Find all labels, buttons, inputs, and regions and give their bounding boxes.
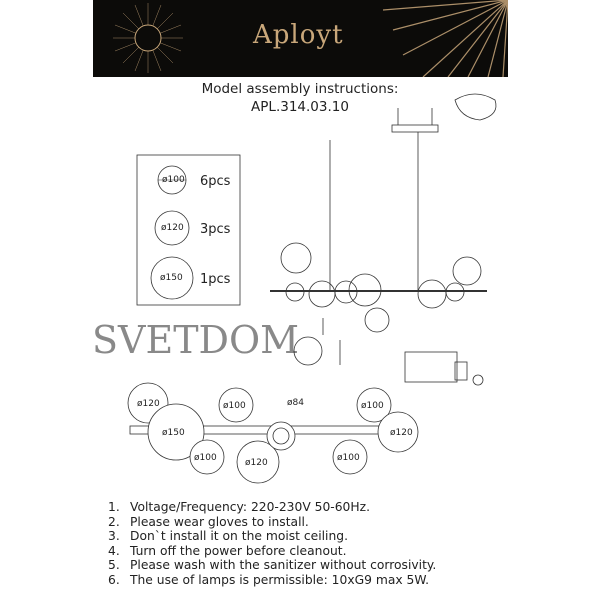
chandelier-side-view bbox=[270, 93, 497, 386]
instruction-item: 5.Please wash with the sanitizer without… bbox=[108, 558, 437, 572]
instruction-item: 6.The use of lamps is permissible: 10xG9… bbox=[108, 572, 430, 587]
instruction-item: 1.Voltage/Frequency: 220-230V 50-60Hz. bbox=[108, 500, 370, 514]
svg-text:ø120: ø120 bbox=[137, 399, 160, 409]
bulb-legend-100: ø100 6pcs bbox=[157, 165, 231, 195]
brand-banner: Aployt bbox=[93, 0, 508, 77]
svg-text:ø120: ø120 bbox=[161, 223, 184, 233]
svg-text:ø100: ø100 bbox=[337, 453, 360, 463]
bulb-legend-150: ø150 1pcs bbox=[150, 256, 231, 300]
svg-text:ø100: ø100 bbox=[361, 401, 384, 411]
brand-name: Aployt bbox=[253, 20, 344, 50]
svg-text:ø100: ø100 bbox=[162, 175, 185, 185]
svg-text:ø100: ø100 bbox=[194, 453, 217, 463]
sun-logo-icon bbox=[113, 0, 508, 77]
svg-text:ø120: ø120 bbox=[245, 458, 268, 468]
doc-title: Model assembly instructions: bbox=[201, 81, 399, 97]
model-number: APL.314.03.10 bbox=[251, 99, 349, 115]
svg-text:ø100: ø100 bbox=[223, 401, 246, 411]
bulb-legend-box bbox=[136, 154, 241, 306]
bulb-legend-120: ø120 3pcs bbox=[154, 210, 231, 246]
svg-text:6pcs: 6pcs bbox=[200, 174, 231, 189]
svg-text:1pcs: 1pcs bbox=[200, 272, 231, 287]
instruction-item: 2.Please wear gloves to install. bbox=[108, 514, 309, 529]
svg-text:3pcs: 3pcs bbox=[200, 222, 231, 237]
svg-text:ø150: ø150 bbox=[162, 428, 185, 438]
instruction-item: 3.Don`t install it on the moist ceiling. bbox=[108, 529, 348, 543]
watermark: SVETDOM bbox=[92, 318, 300, 362]
svg-text:ø84: ø84 bbox=[287, 398, 304, 408]
instruction-item: 4.Turn off the power before cleanout. bbox=[108, 543, 347, 558]
instruction-list: 1.Voltage/Frequency: 220-230V 50-60Hz. 2… bbox=[108, 500, 436, 587]
svg-text:ø120: ø120 bbox=[390, 428, 413, 438]
svg-text:ø150: ø150 bbox=[160, 273, 183, 283]
chandelier-top-view: ø120 ø150 ø100 ø120 ø100 ø84 ø100 ø100 ø… bbox=[127, 382, 419, 484]
